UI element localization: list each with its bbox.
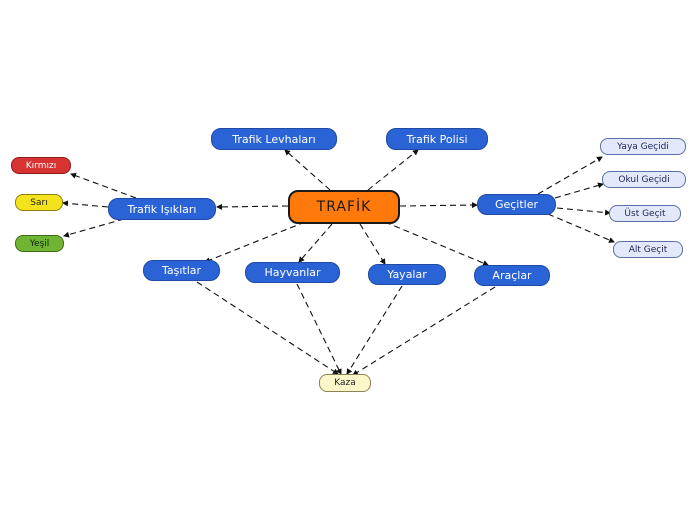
node-araclar[interactable]: Araçlar (474, 265, 550, 286)
node-yesil[interactable]: Yeşil (15, 235, 64, 252)
edge-central-levhalar (284, 149, 331, 191)
edge-gecitler-okul (554, 182, 604, 199)
edge-central-isiklari (216, 203, 289, 210)
edge-isiklari-yesil (63, 218, 125, 238)
edge-central-hayvanlar (298, 223, 333, 263)
node-tasitlar[interactable]: Taşıtlar (143, 260, 220, 281)
node-hayvanlar[interactable]: Hayvanlar (245, 262, 340, 283)
node-okul-gecidi[interactable]: Okul Geçidi (602, 171, 686, 188)
edge-araclar-kaza (352, 286, 496, 376)
node-trafik-levhalari[interactable]: Trafik Levhaları (211, 128, 337, 150)
node-kirmizi[interactable]: Kırmızı (11, 157, 71, 174)
node-trafik-isiklari[interactable]: Trafik Işıkları (108, 198, 216, 220)
node-ust-gecit[interactable]: Üst Geçit (609, 205, 681, 222)
node-alt-gecit[interactable]: Alt Geçit (613, 241, 683, 258)
edge-isiklari-kirmizi (70, 172, 137, 199)
edge-gecitler-ust (556, 207, 611, 216)
node-trafik-polisi[interactable]: Trafik Polisi (386, 128, 488, 150)
edge-gecitler-alt (547, 213, 615, 243)
node-kaza[interactable]: Kaza (319, 374, 371, 392)
edge-central-araclar (384, 221, 489, 266)
edge-central-gecitler (399, 202, 478, 209)
edge-yayalar-kaza (346, 285, 403, 375)
node-yaya-gecidi[interactable]: Yaya Geçidi (600, 138, 686, 155)
edge-hayvanlar-kaza (296, 283, 342, 375)
edge-gecitler-yaya (537, 156, 603, 195)
central-node-trafik[interactable]: TRAFİK (288, 190, 400, 224)
node-sari[interactable]: Sarı (15, 194, 63, 211)
node-yayalar[interactable]: Yayalar (368, 264, 446, 285)
edge-tasitlar-kaza (196, 281, 339, 375)
node-gecitler[interactable]: Geçitler (477, 194, 556, 215)
edge-isiklari-sari (62, 200, 109, 208)
edge-central-yayalar (359, 223, 386, 265)
edge-central-tasitlar (204, 221, 306, 263)
edge-central-polisi (367, 149, 419, 191)
